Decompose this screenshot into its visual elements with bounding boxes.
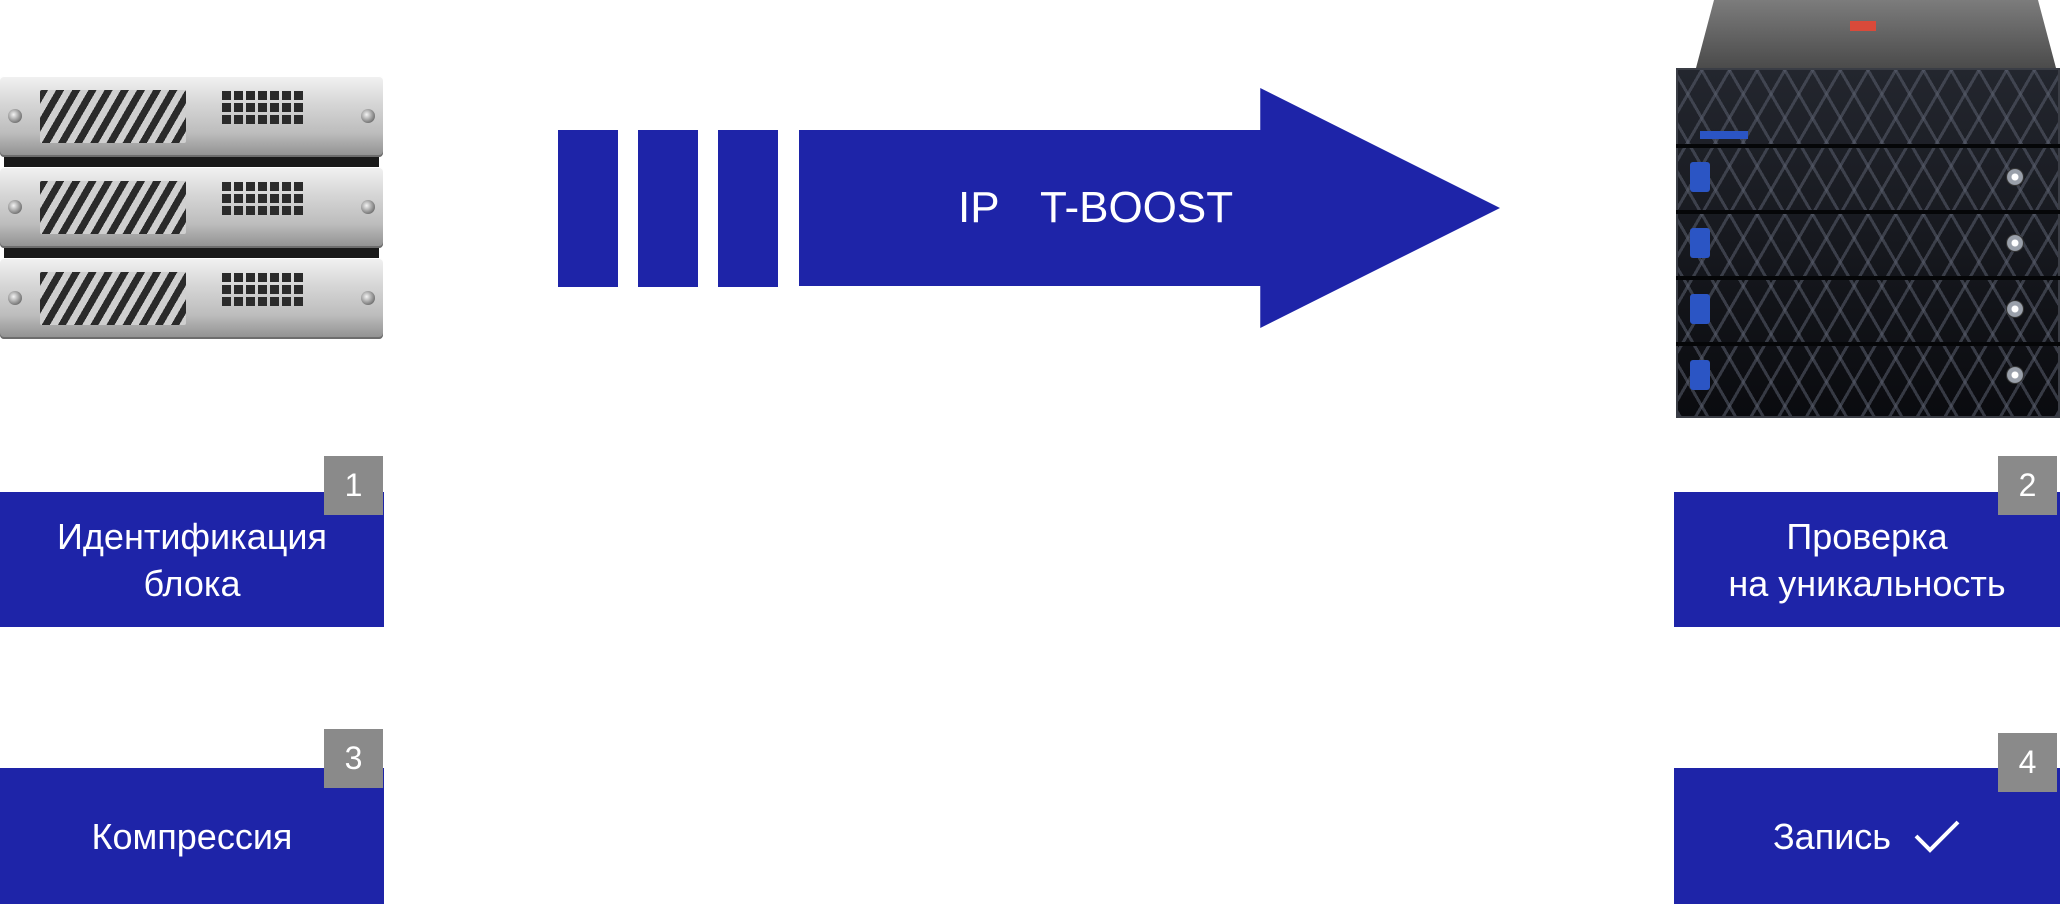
step-3-box: Компрессия (0, 768, 384, 904)
arrow-label-tboost: T-BOOST (1040, 183, 1234, 232)
step-2-title: Проверка (1786, 515, 1948, 557)
arrow-segment (638, 130, 698, 287)
step-3-title: Компрессия (91, 815, 293, 857)
step-1-subtitle: блока (143, 562, 241, 604)
rack-server-icon (0, 76, 383, 341)
step-1-box: Идентификация блока (0, 492, 384, 627)
arrow-segment (718, 130, 778, 287)
step-2-box: Проверка на уникальность (1674, 492, 2060, 627)
step-4-number-badge: 4 (1998, 733, 2057, 792)
step-4-title: Запись (1772, 815, 1892, 857)
arrow-segment (558, 130, 618, 287)
arrow-label-ip: IP (958, 183, 1000, 232)
step-1-number-badge: 1 (324, 456, 383, 515)
step-2-number-badge: 2 (1998, 456, 2057, 515)
step-4-box: Запись (1674, 768, 2060, 904)
step-1-title: Идентификация (57, 515, 327, 557)
step-2-subtitle: на уникальность (1728, 562, 2006, 604)
step-3-number-badge: 3 (324, 729, 383, 788)
check-icon (1914, 820, 1960, 853)
